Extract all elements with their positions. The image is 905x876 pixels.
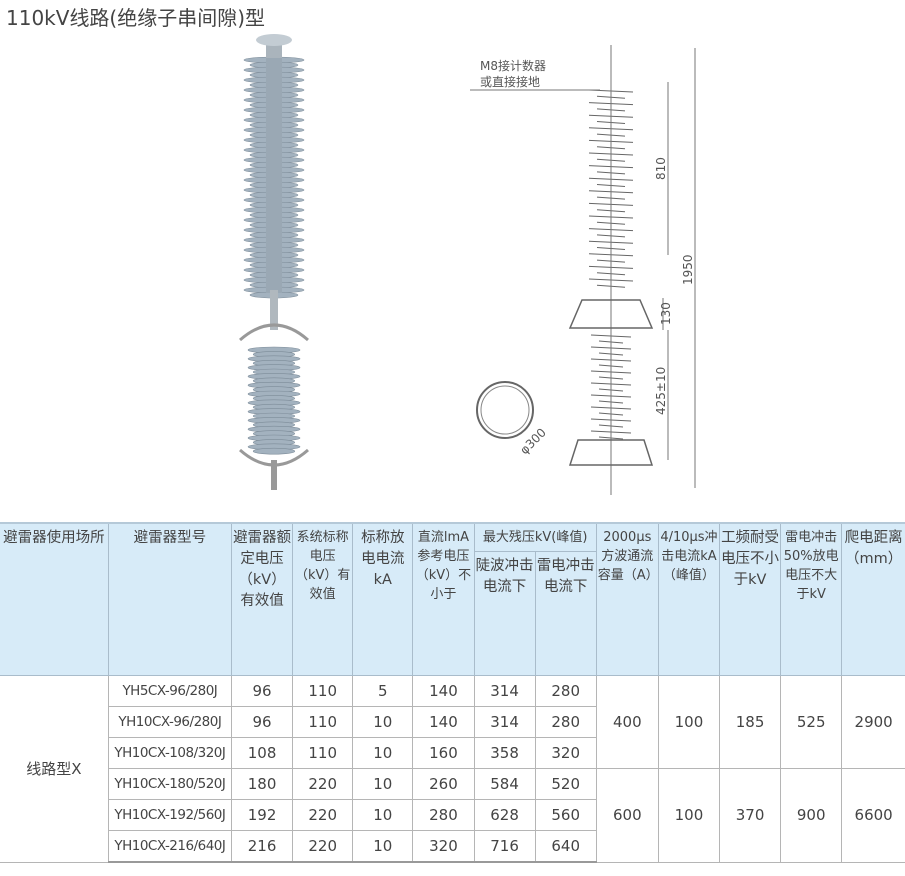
dim-810: 810: [654, 157, 668, 180]
group-cell: 2900: [841, 675, 905, 769]
group-cell: 525: [780, 675, 843, 769]
group-cell: 600: [595, 768, 659, 863]
cell: 180: [230, 768, 294, 800]
cell: 280: [412, 799, 475, 831]
cell: 160: [412, 737, 475, 769]
cell: 716: [473, 830, 536, 863]
cell: 110: [292, 706, 354, 738]
header-square: 2000μs方波通流容量（A）: [595, 522, 659, 676]
header-lightning50: 雷电冲击50%放电电压不大于kV: [780, 522, 843, 676]
cell: 10: [352, 737, 414, 769]
cell: YH10CX-108/320J: [108, 737, 233, 769]
group-cell: 370: [718, 768, 782, 863]
cell: 220: [292, 830, 354, 863]
cell: 96: [230, 706, 294, 738]
cell: 320: [534, 737, 597, 769]
header-steep: 陡波冲击电流下: [474, 551, 536, 676]
group-cell: 6600: [841, 768, 905, 863]
cell: YH5CX-96/280J: [107, 675, 233, 707]
cell: YH10CX-180/520J: [108, 768, 233, 800]
cell: 260: [412, 768, 475, 800]
page-title: 110kV线路(绝缘子串间隙)型: [6, 6, 266, 30]
arrester-photo: [239, 34, 309, 490]
header-rated: 避雷器额定电压（kV）有效值: [230, 522, 294, 676]
header-discharge: 标称放电电流kA: [352, 522, 414, 676]
header-residual: 最大残压kV(峰值): [473, 522, 597, 552]
dim-130: 130: [659, 302, 673, 325]
cell: 314: [473, 706, 536, 738]
cell: 10: [352, 706, 414, 738]
site-cell: 线路型X: [0, 675, 109, 863]
cell: 314: [473, 675, 536, 707]
cell: 220: [292, 799, 354, 831]
cell: 216: [230, 830, 294, 863]
cell: 10: [352, 768, 414, 800]
cell: 192: [230, 799, 294, 831]
cell: 220: [292, 768, 354, 800]
cell: 110: [292, 737, 354, 769]
header-model: 避雷器型号: [107, 522, 233, 676]
cell: YH10CX-216/640J: [108, 830, 233, 863]
cell: 320: [412, 830, 475, 863]
cell: 5: [352, 675, 414, 707]
group-cell: 400: [595, 675, 659, 769]
counter-note-line2: 或直接接地: [480, 74, 540, 89]
cell: 584: [473, 768, 536, 800]
header-power: 工频耐受电压不小于kV: [718, 522, 782, 676]
group-cell: 100: [657, 675, 721, 769]
dim-phi300: φ300: [517, 425, 549, 457]
cell: 140: [412, 675, 475, 707]
cell: YH10CX-192/560J: [108, 799, 233, 831]
counter-note-line1: M8接计数器: [480, 58, 546, 73]
dimension-drawing: M8接计数器 或直接接地 810 1950 130 425±10 φ300: [470, 45, 696, 495]
cell: 628: [473, 799, 536, 831]
cell: 108: [230, 737, 294, 769]
cell: 560: [534, 799, 597, 831]
group-cell: 185: [718, 675, 782, 769]
header-system: 系统标称电压（kV）有效值: [292, 522, 354, 676]
group-cell: 900: [780, 768, 843, 863]
group-cell: 100: [657, 768, 721, 863]
header-impulse: 4/10μs冲击电流kA（峰值）: [657, 522, 721, 676]
dim-425: 425±10: [654, 367, 668, 415]
insulator-shed: [252, 447, 296, 455]
dim-1950: 1950: [681, 254, 695, 285]
spec-table: 避雷器使用场所 避雷器型号 避雷器额定电压（kV）有效值 系统标称电压（kV）有…: [0, 522, 905, 863]
cell: 358: [473, 737, 536, 769]
header-creep: 爬电距离（mm）: [841, 522, 905, 676]
cell: 640: [534, 830, 597, 863]
cell: 10: [352, 830, 414, 863]
header-dc: 直流lmA参考电压（kV）不小于: [412, 522, 475, 676]
cell: 96: [230, 675, 294, 707]
cell: 140: [412, 706, 475, 738]
header-site: 避雷器使用场所: [0, 522, 109, 676]
cell: 10: [352, 799, 414, 831]
cell: 110: [292, 675, 354, 707]
cell: 280: [534, 706, 597, 738]
cell: YH10CX-96/280J: [108, 706, 233, 738]
header-lightning: 雷电冲击电流下: [534, 551, 597, 676]
cell: 520: [534, 768, 597, 800]
cell: 280: [534, 675, 597, 707]
